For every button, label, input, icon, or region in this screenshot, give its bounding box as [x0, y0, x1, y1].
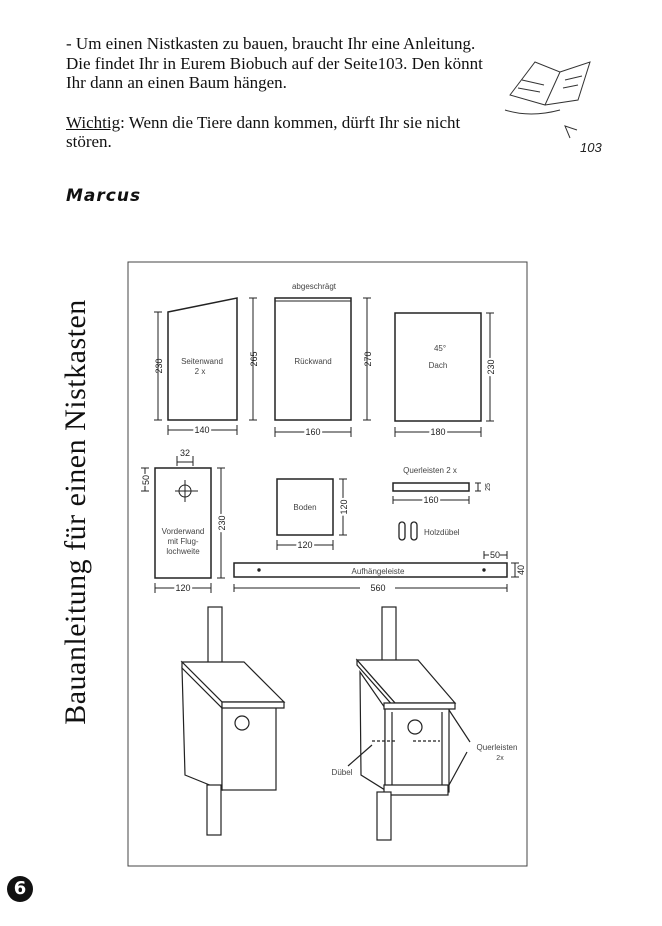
intro-text: - Um einen Nistkasten zu bauen, braucht …: [66, 34, 486, 172]
hanging-bar-offset: 50: [490, 550, 500, 560]
front-wall-height: 230: [217, 515, 227, 530]
roof-label: Dach: [429, 361, 448, 370]
floor-height: 120: [339, 499, 349, 514]
side-wall-part: [154, 297, 257, 435]
hanging-bar-part: [233, 551, 519, 592]
back-wall-label: Rückwand: [294, 357, 331, 366]
dowel-icon: [398, 521, 418, 541]
assembled-birdhouse-right: [347, 606, 471, 841]
crossbar-width: 160: [423, 495, 438, 505]
front-wall-label-2: mit Flug-: [167, 537, 198, 546]
back-wall-width: 160: [305, 427, 320, 437]
bevel-label: abgeschrägt: [292, 282, 337, 291]
side-wall-back-height: 265: [249, 351, 259, 366]
entrance-hole-offset: 50: [141, 475, 151, 485]
book-sketch-icon: [504, 61, 591, 139]
dowels-label: Holzdübel: [424, 528, 460, 537]
crossbar-height: 25: [485, 483, 492, 491]
intro-paragraph: - Um einen Nistkasten zu bauen, braucht …: [66, 34, 483, 92]
roof-width: 180: [430, 427, 445, 437]
front-wall-part: [141, 456, 225, 593]
side-wall-label: Seitenwand: [181, 357, 223, 366]
crossbars-label: Querleisten 2 x: [403, 466, 457, 475]
hanging-bar-height: 40: [516, 565, 526, 575]
important-text: : Wenn die Tiere dann kommen, dürft Ihr …: [66, 112, 461, 152]
front-wall-width: 120: [175, 583, 190, 593]
signature: Marcus: [66, 186, 142, 206]
floor-width: 120: [297, 540, 312, 550]
assembled-crossbar-qty: 2x: [496, 755, 504, 762]
side-wall-front-height: 230: [154, 358, 164, 373]
diagram-frame: [127, 261, 528, 867]
hanging-bar-label: Aufhängeleiste: [352, 567, 405, 576]
side-wall-width: 140: [194, 425, 209, 435]
important-label: Wichtig: [66, 112, 121, 132]
crossbar-part: [392, 482, 481, 504]
side-wall-qty: 2 x: [195, 367, 206, 376]
roof-angle: 45°: [434, 344, 446, 353]
assembled-birdhouse-left: [180, 606, 286, 836]
entrance-hole-diameter: 32: [180, 448, 190, 458]
floor-part: [276, 478, 347, 550]
important-paragraph: Wichtig: Wenn die Tiere dann kommen, dür…: [66, 113, 486, 152]
back-wall-height: 270: [363, 351, 373, 366]
roof-height: 230: [486, 359, 496, 374]
assembled-dowel-label: Dübel: [332, 768, 353, 777]
page-ref-note: 103: [580, 140, 602, 155]
back-wall-part: [274, 297, 371, 437]
front-wall-label-3: lochweite: [166, 547, 200, 556]
hanging-bar-width: 560: [370, 583, 385, 593]
page-number: 6: [7, 876, 33, 902]
assembled-crossbar-label: Querleisten: [477, 743, 518, 752]
roof-part: [394, 312, 494, 437]
front-wall-label-1: Vorderwand: [162, 527, 205, 536]
floor-label: Boden: [293, 503, 316, 512]
